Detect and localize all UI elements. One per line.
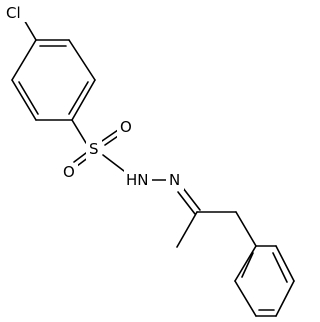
atom-label-sulfur: S <box>89 140 99 158</box>
atom-label-oxygen-bottom: O <box>63 163 75 181</box>
atom-label-oxygen-top: O <box>120 118 132 136</box>
phenyl-ring <box>234 245 295 317</box>
atom-label-imine-nitrogen: N <box>169 171 180 189</box>
bond <box>275 280 295 317</box>
molecular-structure: Cl S O O HN N <box>4 4 295 317</box>
atom-label-amine: HN <box>126 171 149 189</box>
atom-label-chlorine: Cl <box>6 4 21 22</box>
double-bond <box>18 81 39 115</box>
bond-s-nh <box>102 154 125 172</box>
double-bond <box>241 252 254 278</box>
bond <box>11 39 37 81</box>
bond-methyl <box>176 211 198 248</box>
bond-ring-s <box>71 119 87 144</box>
bond <box>68 39 96 81</box>
bond <box>234 280 257 317</box>
bond <box>71 79 96 121</box>
double-bond <box>272 252 288 283</box>
double-bond-s-o <box>101 129 119 142</box>
double-bond <box>68 81 89 115</box>
chlorobenzene-ring <box>11 39 96 121</box>
bond <box>11 79 37 121</box>
bond <box>234 245 257 282</box>
double-bond-s-o <box>73 152 87 163</box>
double-bond-n-c <box>182 187 201 211</box>
bond-ch2-phenyl <box>235 211 257 247</box>
double-bond-n-c <box>177 191 196 215</box>
bond <box>275 245 295 282</box>
